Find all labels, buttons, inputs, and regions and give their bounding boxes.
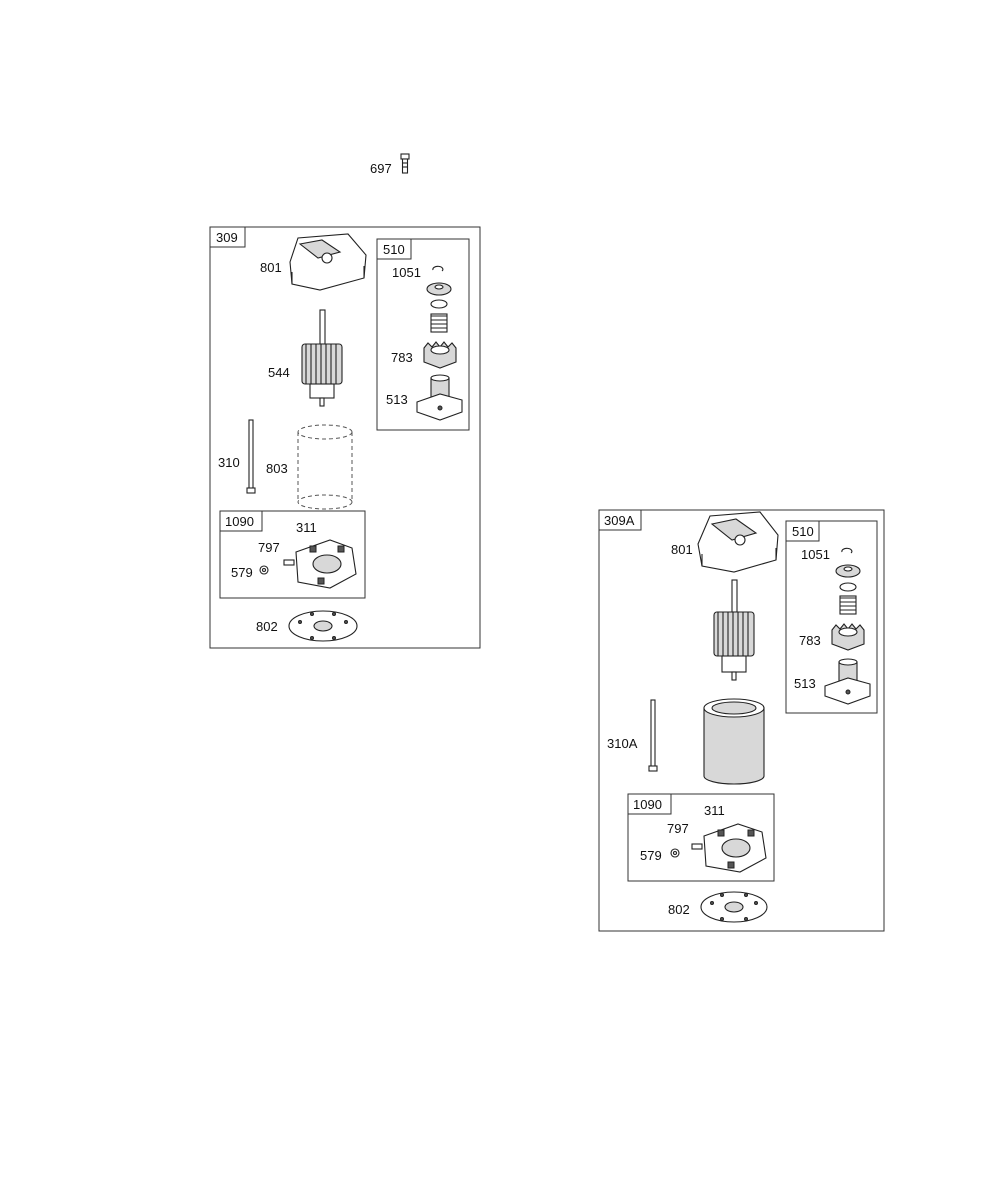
part-label-310: 310 (218, 455, 240, 470)
part-label-1051: 1051 (392, 265, 421, 280)
part-label-697: 697 (370, 161, 392, 176)
part-label-579: 579 (231, 565, 253, 580)
subassembly-309A-510-frame (785, 520, 878, 714)
part-797[interactable]: 797 (667, 821, 703, 850)
part-label-802: 802 (668, 902, 690, 917)
subassembly-309-1090-frame (219, 510, 366, 599)
assembly-309A-tab (598, 509, 642, 531)
terminal-icon (283, 559, 295, 566)
part-801[interactable]: 801 (671, 511, 779, 573)
part-1051[interactable]: 1051 (392, 265, 452, 333)
part-label-802: 802 (256, 619, 278, 634)
nut-icon (259, 565, 269, 575)
part-801[interactable]: 801 (260, 233, 367, 291)
subassembly-309-510: 510 1051 783 5 (376, 238, 470, 431)
part-697[interactable]: 697 (370, 153, 410, 176)
armature-icon (301, 309, 343, 407)
part-label-579: 579 (640, 848, 662, 863)
part-803[interactable]: 803 (266, 424, 353, 510)
part-310[interactable]: 310 (218, 419, 256, 494)
subassembly-309A-1090: 1090 311 797 579 (627, 793, 775, 882)
part-label-513: 513 (794, 676, 816, 691)
part-311[interactable]: 311 (703, 803, 767, 873)
subassembly-309A-1090-title: 1090 (633, 797, 662, 812)
housing-icon (297, 424, 353, 510)
pinion-gear-icon (831, 623, 865, 651)
part-label-1051: 1051 (801, 547, 830, 562)
subassembly-309-510-title: 510 (383, 242, 405, 257)
subassembly-309-510-tab (376, 238, 412, 260)
part-513[interactable]: 513 (386, 374, 463, 421)
assembly-309-tab (209, 226, 246, 248)
brush-plate-icon (295, 539, 357, 589)
part-783[interactable]: 783 (799, 623, 865, 651)
drive-nut-icon (416, 374, 463, 421)
through-bolt-icon (246, 419, 256, 494)
terminal-icon (691, 843, 703, 850)
assembly-309A: 309A 801 310A (598, 509, 885, 932)
part-label-544: 544 (268, 365, 290, 380)
part-544[interactable]: 544 (268, 309, 343, 407)
end-plate-icon (700, 891, 768, 923)
subassembly-309A-510: 510 1051 783 5 (785, 520, 878, 714)
subassembly-309A-510-tab (785, 520, 820, 542)
end-cap-icon (697, 511, 779, 573)
end-cap-icon (289, 233, 367, 291)
bolt-icon (400, 153, 410, 174)
part-label-310A: 310A (607, 736, 638, 751)
assembly-309-frame (209, 226, 481, 649)
brush-plate-icon (703, 823, 767, 873)
part-label-783: 783 (799, 633, 821, 648)
part-1051[interactable]: 1051 (801, 547, 861, 615)
part-label-801: 801 (260, 260, 282, 275)
part-802[interactable]: 802 (256, 610, 358, 642)
part-579[interactable]: 579 (640, 848, 680, 863)
part-802[interactable]: 802 (668, 891, 768, 923)
housing-icon (703, 698, 765, 785)
end-plate-icon (288, 610, 358, 642)
part-label-311: 311 (704, 803, 725, 818)
assembly-309-title: 309 (216, 230, 238, 245)
subassembly-309A-1090-frame (627, 793, 775, 882)
part-label-311: 311 (296, 520, 317, 535)
nut-icon (670, 848, 680, 858)
part-label-801: 801 (671, 542, 693, 557)
subassembly-309A-510-title: 510 (792, 524, 814, 539)
assembly-309: 309 801 544 310 (209, 226, 481, 649)
part-label-797: 797 (258, 540, 280, 555)
part-797[interactable]: 797 (258, 540, 295, 566)
subassembly-309A-1090-tab (627, 793, 672, 815)
assembly-309A-frame (598, 509, 885, 932)
part-label-803: 803 (266, 461, 288, 476)
part-label-797: 797 (667, 821, 689, 836)
subassembly-309-510-frame (376, 238, 470, 431)
part-513[interactable]: 513 (794, 658, 871, 705)
assembly-309A-title: 309A (604, 513, 635, 528)
subassembly-309-1090-tab (219, 510, 263, 532)
part-311[interactable]: 311 (295, 520, 357, 589)
part-310A[interactable]: 310A (607, 699, 658, 772)
part-label-513: 513 (386, 392, 408, 407)
armature-icon (713, 579, 755, 681)
part-label-783: 783 (391, 350, 413, 365)
retainer-ring-icon (835, 547, 861, 615)
subassembly-309-1090: 1090 311 797 579 (219, 510, 366, 599)
part-783[interactable]: 783 (391, 341, 457, 369)
retainer-ring-icon (426, 265, 452, 333)
subassembly-309-1090-title: 1090 (225, 514, 254, 529)
part-579[interactable]: 579 (231, 565, 269, 580)
drive-nut-icon (824, 658, 871, 705)
pinion-gear-icon (423, 341, 457, 369)
through-bolt-icon (648, 699, 658, 772)
